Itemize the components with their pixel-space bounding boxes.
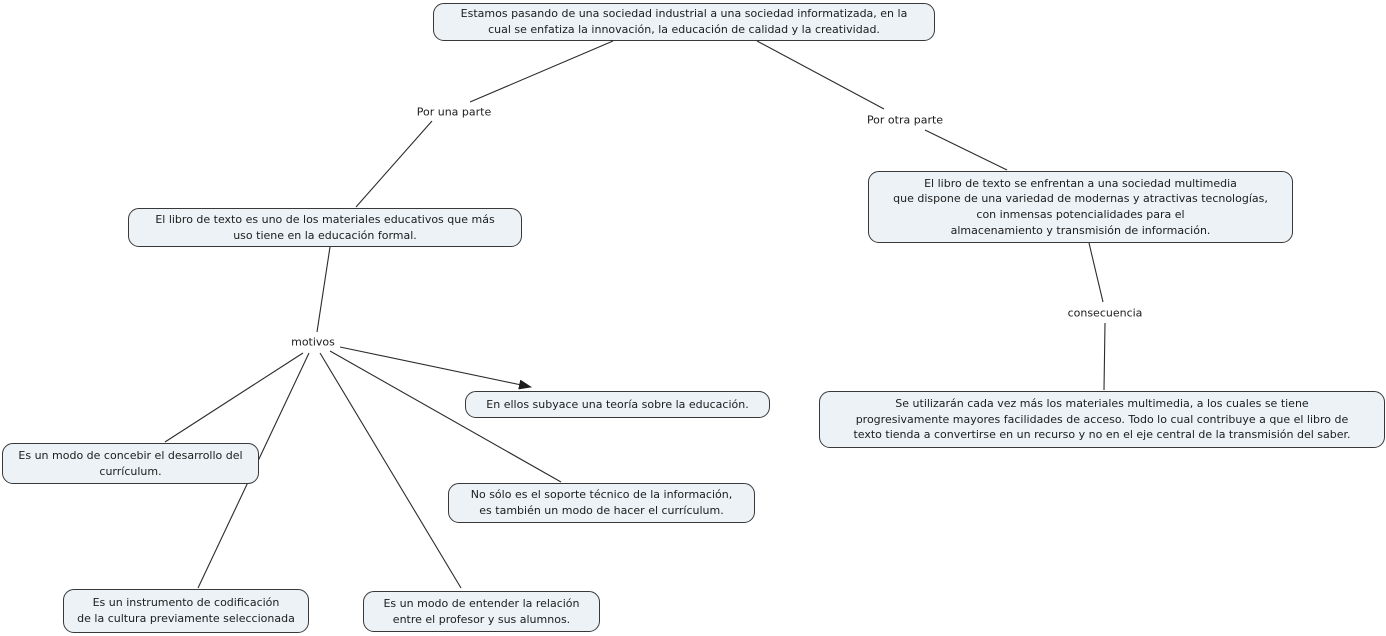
concept-node-entender-relacion[interactable]: Es un modo de entender la relación entre… (363, 591, 600, 632)
linking-phrase-consecuencia[interactable]: consecuencia (1067, 306, 1143, 320)
connector-line-libro-multimedia-to-consecuencia (1088, 242, 1104, 303)
connector-line-top-to-por-una-parte (469, 40, 614, 103)
concept-node-instrumento-codificacion[interactable]: Es un instrumento de codificación de la … (63, 589, 309, 633)
concept-node-teoria-educacion[interactable]: En ellos subyace una teoría sobre la edu… (465, 391, 770, 418)
connector-line-top-to-por-otra-parte (756, 40, 885, 110)
concept-node-sociedad-informatizada[interactable]: Estamos pasando de una sociedad industri… (433, 3, 935, 41)
connector-line-consecuencia-to-materiales (1103, 322, 1106, 391)
connector-line-libro-formal-to-motivos (316, 246, 331, 333)
linking-phrase-por-otra-parte[interactable]: Por otra parte (866, 113, 944, 127)
concept-node-libro-educacion-formal[interactable]: El libro de texto es uno de los material… (128, 208, 522, 247)
concept-node-libro-sociedad-multimedia[interactable]: El libro de texto se enfrentan a una soc… (868, 171, 1293, 243)
connector-line-motivos-to-entender (319, 352, 462, 589)
concept-node-concebir-curriculum[interactable]: Es un modo de concebir el desarrollo del… (2, 443, 259, 484)
linking-phrase-por-una-parte[interactable]: Por una parte (416, 105, 492, 119)
concept-node-soporte-tecnico[interactable]: No sólo es el soporte técnico de la info… (448, 483, 755, 523)
concept-node-materiales-multimedia[interactable]: Se utilizarán cada vez más los materiale… (819, 391, 1385, 448)
linking-phrase-motivos[interactable]: motivos (291, 335, 335, 349)
connector-line-motivos-to-teoria (339, 346, 532, 390)
connector-line-por-otra-parte-to-libro-multimedia (924, 129, 1008, 171)
connector-line-por-una-parte-to-libro-formal (355, 120, 433, 208)
connector-line-motivos-to-soporte (329, 350, 562, 483)
connector-line-motivos-to-concebir (164, 352, 304, 443)
